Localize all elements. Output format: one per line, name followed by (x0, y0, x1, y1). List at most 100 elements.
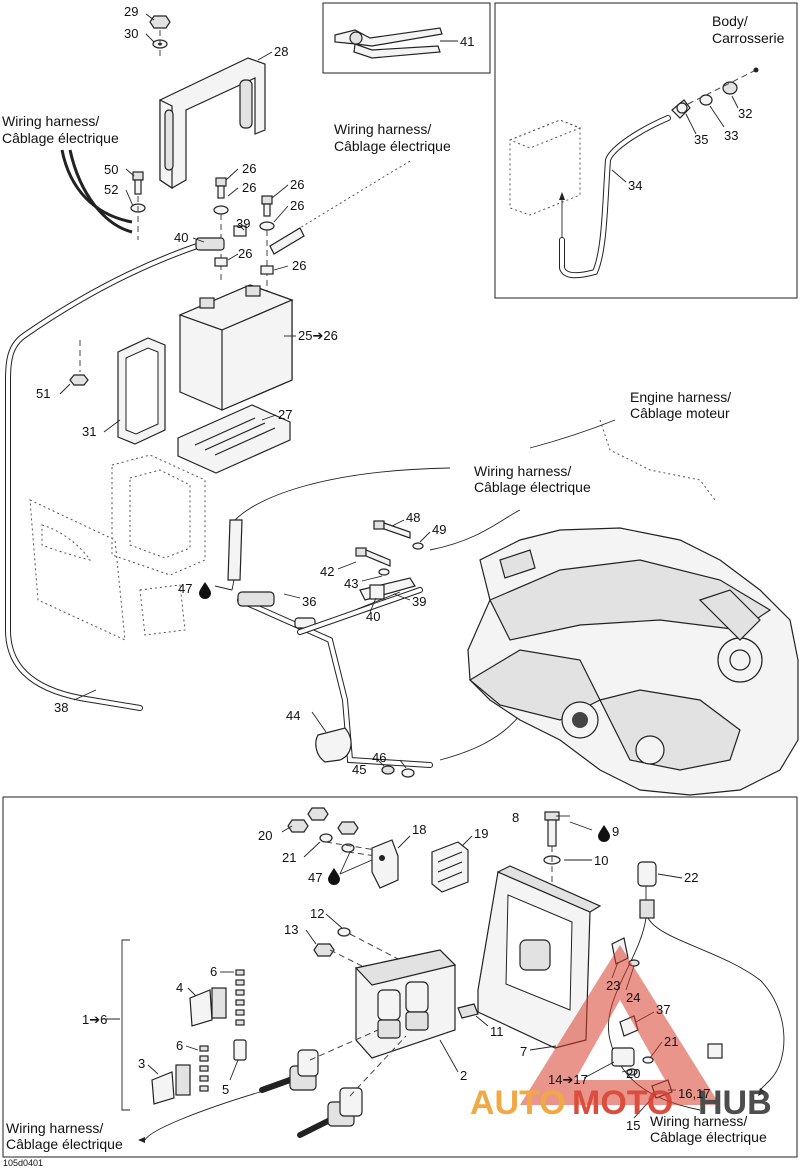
ecm-module-2 (354, 949, 457, 1059)
callout-14-17: 14➔17 (548, 1072, 588, 1087)
harness-label-top-center: Wiring harness/ Câblage électrique (334, 121, 451, 154)
svg-text:Engine harness/: Engine harness/ (630, 389, 731, 405)
ecm-module-dotted (111, 454, 206, 576)
nuts-20-top (287, 807, 359, 835)
relay-bracket-18 (371, 839, 399, 889)
svg-text:Wiring harness/: Wiring harness/ (474, 463, 571, 479)
harness-label-top-left: Wiring harness/ Câblage électrique (2, 113, 119, 146)
callout-41: 41 (460, 34, 474, 49)
callout-6-a: 6 (210, 964, 217, 979)
svg-text:Wiring harness/: Wiring harness/ (334, 121, 431, 137)
callout-12: 12 (310, 906, 324, 921)
callout-2: 2 (460, 1068, 467, 1083)
battery-outline-dotted (508, 119, 582, 216)
connector-3 (151, 1064, 191, 1105)
group-bracket-1-6 (121, 939, 130, 1111)
callout-47-b: 47 (308, 870, 322, 885)
nut-29 (149, 15, 171, 29)
callout-5: 5 (222, 1082, 229, 1097)
ecm-connector-dotted (139, 584, 186, 636)
callout-49: 49 (432, 522, 446, 537)
connector-22 (637, 861, 657, 919)
callout-19: 19 (474, 826, 488, 841)
callout-18: 18 (412, 822, 426, 837)
harness-connector-top (269, 227, 305, 255)
harness-right-run (647, 917, 785, 1091)
callout-20-b: 20 (626, 1066, 640, 1081)
callout-30: 30 (124, 26, 138, 41)
callout-26-c: 26 (290, 177, 304, 192)
callout-9: 9 (612, 824, 619, 839)
harness-middle-main (234, 467, 451, 521)
svg-text:Câblage moteur: Câblage moteur (630, 405, 730, 421)
starter-cable (237, 577, 433, 768)
ground-cable-34 (559, 115, 671, 279)
harness-plug-upper (259, 1049, 319, 1093)
bolt-26-right (259, 195, 275, 231)
terminal-boot-44 (315, 727, 352, 763)
bolt-8 (544, 811, 560, 847)
callout-numbers: 29 30 28 50 52 26 26 26 26 39 40 26 26 2… (36, 4, 752, 1133)
nut-32 (722, 81, 738, 95)
callout-3: 3 (138, 1056, 145, 1071)
callout-11: 11 (490, 1024, 504, 1039)
callout-20-a: 20 (258, 828, 272, 843)
module-14-17 (611, 1047, 635, 1067)
callout-21-b: 21 (664, 1034, 678, 1049)
harness-label-engine: Engine harness/ Câblage moteur (630, 389, 731, 421)
callout-15: 15 (626, 1118, 640, 1133)
harness-label-bottom-right: Wiring harness/ Câblage électrique (650, 1113, 767, 1145)
callout-38: 38 (54, 700, 68, 715)
callout-26-f: 26 (292, 258, 306, 273)
watermark-text-auto: AUTO (470, 1084, 566, 1122)
callout-22: 22 (684, 870, 698, 885)
callout-10: 10 (594, 853, 608, 868)
callout-45: 45 (352, 762, 366, 777)
frame-ecm-section (2, 796, 798, 1158)
callout-13: 13 (284, 922, 298, 937)
harness-middle-sheath (227, 519, 243, 581)
pins-6-lower (199, 1045, 209, 1092)
callout-39-a: 39 (236, 216, 250, 231)
ground-terminal-35 (671, 99, 691, 119)
washer-33 (699, 94, 713, 106)
svg-text:Carrosserie: Carrosserie (712, 30, 785, 46)
washers-21-top (319, 833, 355, 853)
battery-cable-40 (5, 237, 225, 711)
callout-35: 35 (694, 132, 708, 147)
crimp-tool-41 (334, 27, 443, 59)
callout-46: 46 (372, 750, 386, 765)
connector-4 (189, 987, 227, 1027)
svg-text:Câblage électrique: Câblage électrique (2, 130, 119, 146)
connector-right-small (707, 1043, 723, 1059)
svg-text:Câblage électrique: Câblage électrique (334, 138, 451, 154)
bolt-48 (373, 520, 411, 539)
callout-48: 48 (406, 510, 420, 525)
watermark-text-hub: HUB (698, 1084, 772, 1122)
harness-engine-run (599, 419, 716, 501)
callout-29: 29 (124, 4, 138, 19)
bolt-26-left (213, 177, 229, 215)
battery-25 (178, 284, 294, 411)
drop-icon-47b (328, 868, 340, 885)
callout-51: 51 (36, 386, 50, 401)
harness-label-middle: Wiring harness/ Câblage électrique (474, 463, 591, 495)
callout-8: 8 (512, 810, 519, 825)
washer-43 (378, 568, 390, 576)
callout-1-6: 1➔6 (82, 1012, 107, 1027)
relay-19 (431, 841, 469, 893)
callout-52: 52 (104, 182, 118, 197)
svg-text:Câblage électrique: Câblage électrique (6, 1136, 123, 1152)
svg-text:Câblage électrique: Câblage électrique (650, 1129, 767, 1145)
svg-text:Body/: Body/ (712, 13, 748, 29)
harness-label-bottom-left: Wiring harness/ Câblage électrique (6, 1120, 123, 1152)
bolt-42 (355, 547, 391, 567)
callout-23: 23 (606, 978, 620, 993)
washer-12 (337, 927, 351, 937)
nut-45 (381, 765, 395, 775)
pins-6-upper (235, 969, 245, 1026)
washer-49 (412, 542, 424, 550)
seal-5 (233, 1039, 247, 1061)
callout-36: 36 (302, 594, 316, 609)
